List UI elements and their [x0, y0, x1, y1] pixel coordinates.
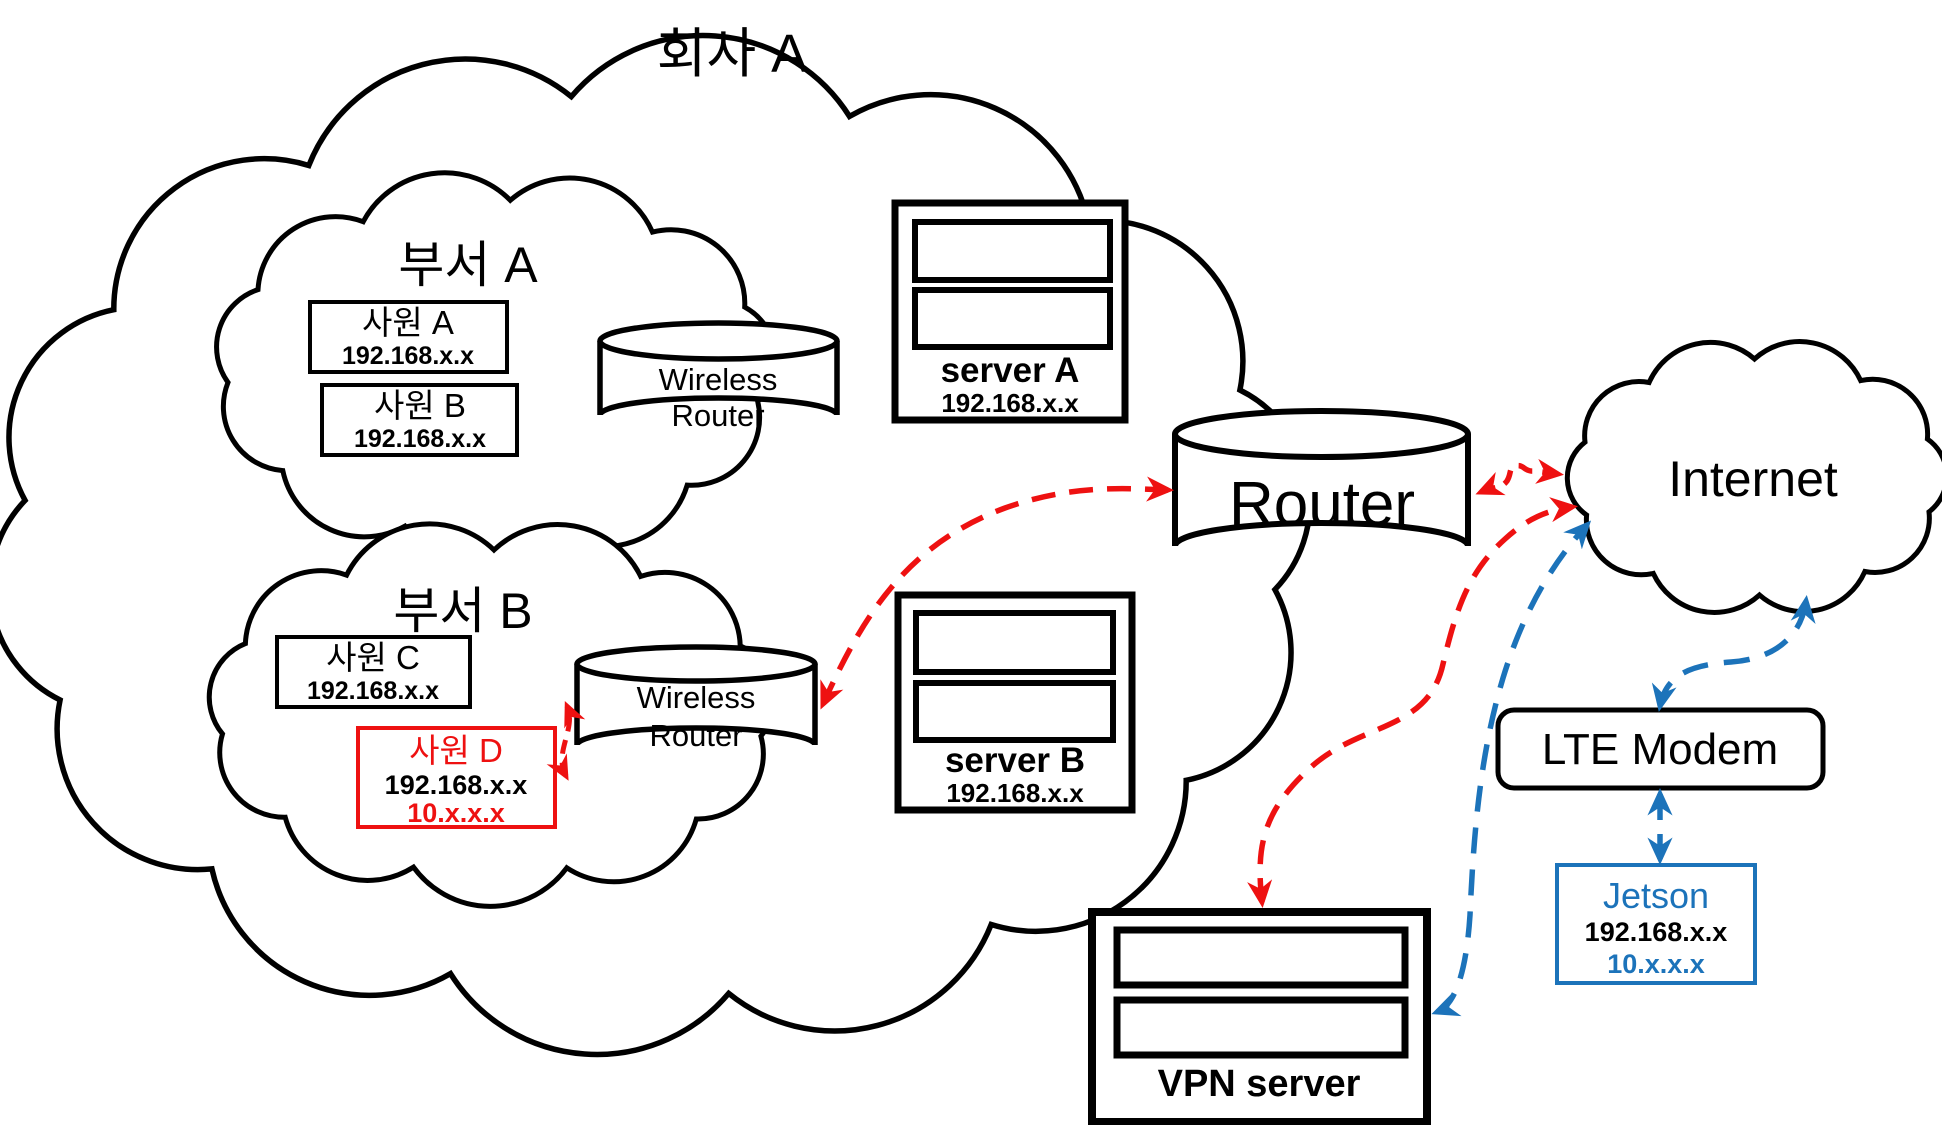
employee-a-name: 사원 A [362, 304, 454, 341]
server-a-slot-2 [912, 287, 1113, 350]
vpn-server-node: VPN server [1088, 908, 1431, 1125]
employee-c-name: 사원 C [326, 639, 420, 676]
employee-d-vpn-ip: 10.x.x.x [407, 798, 505, 828]
internet-label: Internet [1668, 451, 1838, 507]
jetson-node: Jetson 192.168.x.x 10.x.x.x [1555, 863, 1757, 985]
employee-c-node: 사원 C 192.168.x.x [275, 635, 472, 709]
vpn-server-box [1088, 908, 1431, 1125]
company-label: 회사 A [657, 24, 807, 84]
employee-b-box [320, 383, 519, 457]
vpn-server-slot-2 [1113, 996, 1409, 1059]
wireless-router-b-cylinder: Wireless Router [574, 644, 818, 753]
employee-a-ip: 192.168.x.x [342, 342, 474, 370]
lte-modem-node: LTE Modem [1495, 707, 1826, 791]
department-b-label: 부서 B [393, 583, 532, 639]
red-dashed-arrow-router-to-internet [1475, 458, 1564, 496]
employee-c-box [275, 635, 472, 709]
wireless-router-a-label-line2: Router [671, 398, 764, 433]
router-cylinder: Router [1172, 408, 1471, 547]
wireless-router-a-cylinder: Wireless Router [597, 320, 840, 433]
department-b-cloud [206, 521, 778, 909]
jetson-vpn-ip: 10.x.x.x [1607, 949, 1705, 979]
wireless-router-a-label-line1: Wireless [659, 362, 778, 397]
server-a-box [891, 199, 1129, 424]
company-cloud [0, 32, 1313, 1058]
lte-modem-label: LTE Modem [1542, 725, 1778, 774]
jetson-ip: 192.168.x.x [1585, 917, 1728, 947]
red-dashed-arrow-wireless-router-b-to-router [820, 476, 1175, 710]
blue-dashed-arrow-internet-to-lte-modem [1651, 595, 1816, 712]
server-a-node: server A 192.168.x.x [891, 199, 1129, 424]
red-dashed-arrow-internet-to-vpn-server [1247, 497, 1578, 908]
jetson-name: Jetson [1603, 875, 1709, 916]
vpn-server-slot-1 [1113, 926, 1409, 989]
blue-dashed-arrow-vpn-server-to-internet [1431, 520, 1592, 1017]
employee-d-box [356, 726, 557, 829]
wireless-router-a-top [597, 320, 840, 362]
router-label: Router [1229, 470, 1415, 539]
wireless-router-b-label-line1: Wireless [637, 680, 756, 715]
wireless-router-b-label-line2: Router [649, 718, 742, 753]
wireless-router-b-body [574, 664, 818, 746]
server-a-label: server A [941, 351, 1080, 390]
employee-d-name: 사원 D [409, 732, 503, 769]
server-b-ip: 192.168.x.x [946, 778, 1084, 808]
router-cylinder-top [1172, 408, 1471, 460]
employee-a-node: 사원 A 192.168.x.x [308, 300, 509, 374]
employee-d-node: 사원 D 192.168.x.x 10.x.x.x [356, 726, 557, 829]
employee-b-ip: 192.168.x.x [354, 425, 486, 453]
employee-b-name: 사원 B [374, 387, 466, 424]
employee-d-ip: 192.168.x.x [385, 770, 528, 800]
vpn-server-label: VPN server [1158, 1063, 1361, 1105]
server-b-label: server B [945, 741, 1085, 780]
employee-a-box [308, 300, 509, 374]
server-b-node: server B 192.168.x.x [894, 591, 1136, 814]
server-a-ip: 192.168.x.x [941, 388, 1079, 418]
employee-b-node: 사원 B 192.168.x.x [320, 383, 519, 457]
employee-c-ip: 192.168.x.x [307, 677, 439, 705]
wireless-router-b-top [574, 644, 818, 684]
server-a-slot-1 [912, 219, 1113, 283]
red-dashed-arrow-employee-d-to-wireless-router-b [546, 700, 586, 781]
wireless-router-a-body [597, 341, 840, 416]
department-a-label: 부서 A [398, 237, 538, 293]
